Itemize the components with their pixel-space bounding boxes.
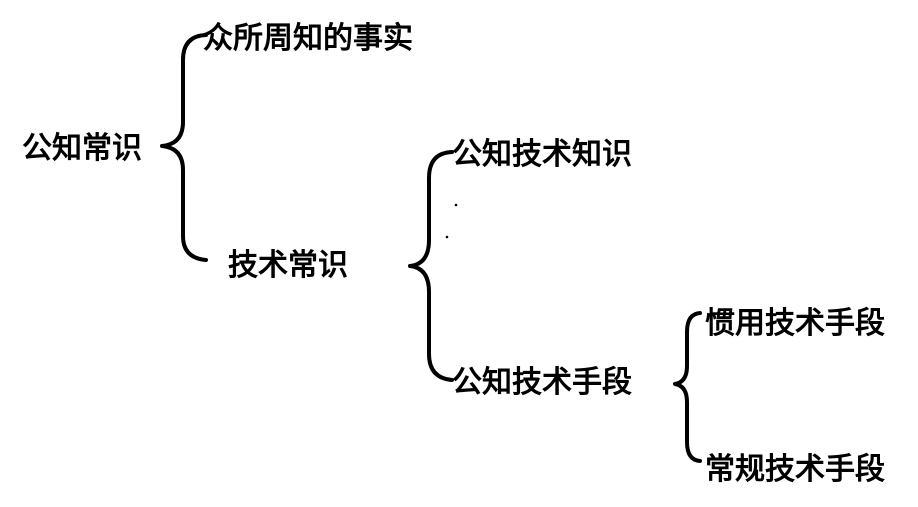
node-customary-technical-means: 惯用技术手段 [705, 306, 885, 341]
brace-root [160, 33, 208, 262]
node-root: 公知常识 [22, 131, 142, 166]
node-common-facts: 众所周知的事实 [203, 21, 413, 56]
speck-1 [454, 203, 458, 207]
brace-technical-common-sense [408, 150, 454, 382]
node-technical-common-sense: 技术常识 [228, 248, 348, 283]
node-known-technical-means: 公知技术手段 [452, 365, 632, 400]
node-known-technical-knowledge: 公知技术知识 [452, 137, 632, 172]
brace-technical-means [673, 311, 702, 463]
node-conventional-technical-means: 常规技术手段 [705, 452, 885, 487]
speck-2 [445, 235, 449, 239]
